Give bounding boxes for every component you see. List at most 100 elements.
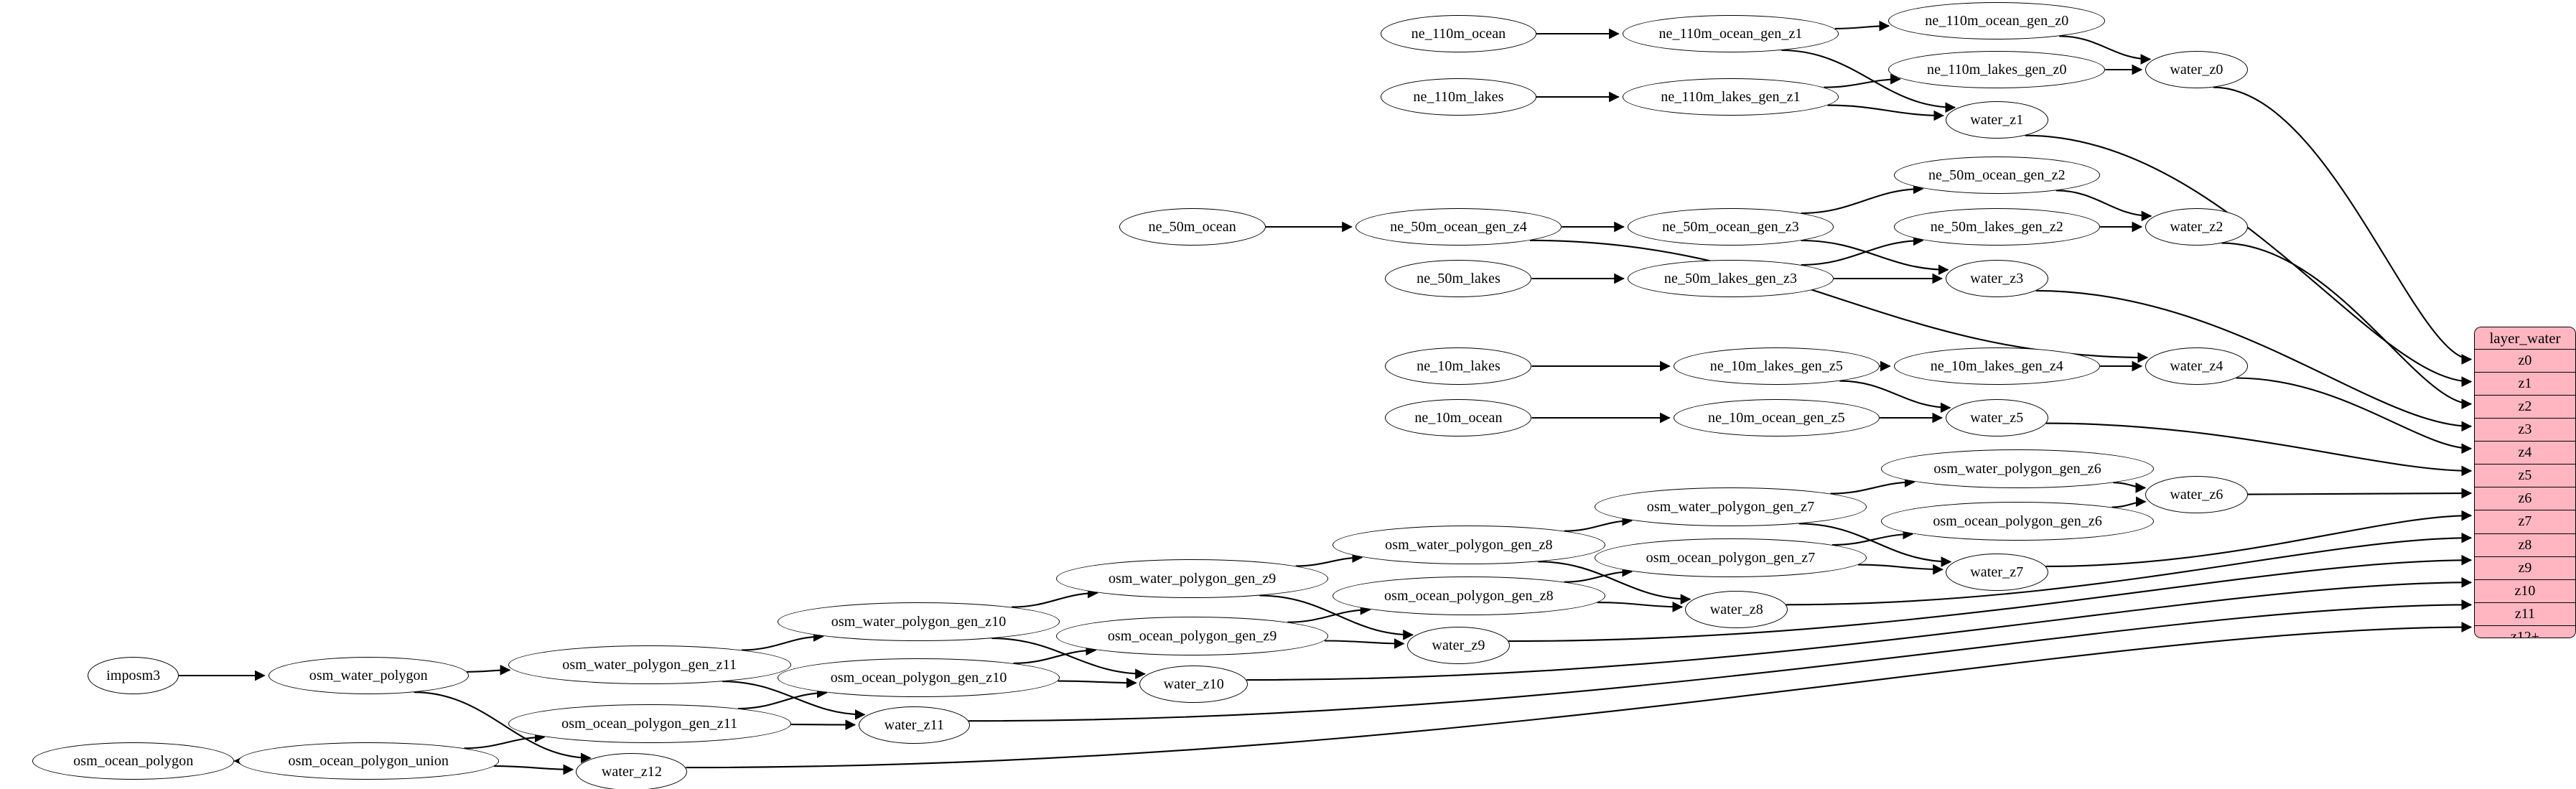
node-label: osm_ocean_polygon_gen_z10 <box>830 669 1007 686</box>
edge-osm-water-polygon-to-osm-water-polygon-gen-z11 <box>467 664 511 676</box>
record-row-z5[interactable]: z5 <box>2475 464 2575 488</box>
graph-node-water-z10[interactable]: water_z10 <box>1139 666 1249 703</box>
graph-node-water-z0[interactable]: water_z0 <box>2145 51 2248 88</box>
node-label: osm_ocean_polygon_gen_z9 <box>1107 627 1277 644</box>
graph-node-osm-water-polygon-gen-z11[interactable]: osm_water_polygon_gen_z11 <box>508 645 791 684</box>
record-row-label: z1 <box>2518 375 2532 392</box>
record-row-z7[interactable]: z7 <box>2475 510 2575 534</box>
graph-node-osm-ocean-polygon-gen-z8[interactable]: osm_ocean_polygon_gen_z8 <box>1333 576 1605 615</box>
record-row-label: z12+ <box>2510 628 2540 638</box>
edge-osm-ocean-polygon-gen-z9-to-water-z9 <box>1324 638 1405 649</box>
node-label: ne_110m_ocean_gen_z1 <box>1658 25 1803 42</box>
graph-node-water-z7[interactable]: water_z7 <box>1945 554 2048 591</box>
graph-node-osm-ocean-polygon[interactable]: osm_ocean_polygon <box>32 742 235 780</box>
graph-node-osm-water-polygon-gen-z8[interactable]: osm_water_polygon_gen_z8 <box>1333 526 1605 564</box>
graph-node-ne-110m-lakes-gen-z0[interactable]: ne_110m_lakes_gen_z0 <box>1888 51 2106 88</box>
edge-osm-ocean-polygon-gen-z9-to-osm-ocean-polygon-gen-z8 <box>1287 604 1371 623</box>
node-label: ne_50m_lakes <box>1417 270 1501 286</box>
graph-node-ne-10m-lakes-gen-z4[interactable]: ne_10m_lakes_gen_z4 <box>1893 347 2101 385</box>
graph-node-osm-water-polygon-gen-z7[interactable]: osm_water_polygon_gen_z7 <box>1594 487 1867 526</box>
graph-node-water-z8[interactable]: water_z8 <box>1685 591 1788 628</box>
node-label: ne_110m_lakes_gen_z0 <box>1927 61 2067 78</box>
graph-node-osm-ocean-polygon-gen-z11[interactable]: osm_ocean_polygon_gen_z11 <box>508 704 791 743</box>
graph-node-water-z5[interactable]: water_z5 <box>1945 399 2048 436</box>
graph-node-water-z1[interactable]: water_z1 <box>1945 101 2048 139</box>
node-label: water_z12 <box>601 763 663 780</box>
edge-ne-110m-lakes-gen-z1-to-ne-110m-lakes-gen-z0 <box>1824 73 1901 88</box>
record-row-z2[interactable]: z2 <box>2475 396 2575 419</box>
edge-osm-ocean-polygon-gen-z7-to-water-z7 <box>1857 564 1943 575</box>
graph-node-ne-50m-lakes-gen-z3[interactable]: ne_50m_lakes_gen_z3 <box>1627 260 1834 297</box>
graph-node-water-z11[interactable]: water_z11 <box>858 706 970 744</box>
graph-node-osm-ocean-polygon-union[interactable]: osm_ocean_polygon_union <box>238 742 499 780</box>
node-label: ne_10m_lakes_gen_z5 <box>1709 358 1843 374</box>
node-label: water_z6 <box>2170 486 2223 503</box>
node-label: ne_110m_lakes <box>1413 88 1504 105</box>
record-row-z6[interactable]: z6 <box>2475 487 2575 511</box>
record-row-z1[interactable]: z1 <box>2475 373 2575 396</box>
graph-node-ne-110m-lakes[interactable]: ne_110m_lakes <box>1381 78 1536 116</box>
graph-node-ne-10m-ocean-gen-z5[interactable]: ne_10m_ocean_gen_z5 <box>1673 399 1880 436</box>
graph-node-osm-water-polygon-gen-z6[interactable]: osm_water_polygon_gen_z6 <box>1881 449 2154 488</box>
graph-node-water-z3[interactable]: water_z3 <box>1945 260 2048 297</box>
record-row-z12plus[interactable]: z12+ <box>2475 625 2575 638</box>
record-row-label: z9 <box>2518 559 2532 576</box>
graph-node-ne-50m-ocean-gen-z3[interactable]: ne_50m_ocean_gen_z3 <box>1627 208 1834 246</box>
graph-node-osm-ocean-polygon-gen-z6[interactable]: osm_ocean_polygon_gen_z6 <box>1881 502 2154 541</box>
graph-node-osm-ocean-polygon-gen-z9[interactable]: osm_ocean_polygon_gen_z9 <box>1055 617 1329 655</box>
edge-ne-50m-lakes-gen-z3-to-ne-50m-lakes-gen-z2 <box>1801 235 1924 266</box>
graph-node-ne-110m-lakes-gen-z1[interactable]: ne_110m_lakes_gen_z1 <box>1622 78 1839 116</box>
edge-ne-50m-ocean-gen-z3-to-water-z3 <box>1801 239 1949 276</box>
graph-node-ne-110m-ocean[interactable]: ne_110m_ocean <box>1381 15 1536 52</box>
edge-osm-ocean-polygon-gen-z10-to-water-z10 <box>1058 677 1137 688</box>
graph-node-ne-50m-ocean-gen-z4[interactable]: ne_50m_ocean_gen_z4 <box>1355 208 1562 246</box>
graph-node-ne-110m-ocean-gen-z0[interactable]: ne_110m_ocean_gen_z0 <box>1888 2 2106 39</box>
edge-water-z2-to-record-2 <box>2221 242 2473 410</box>
node-label: osm_ocean_polygon_gen_z8 <box>1384 587 1554 604</box>
graph-node-water-z2[interactable]: water_z2 <box>2145 208 2248 246</box>
graph-node-osm-ocean-polygon-gen-z7[interactable]: osm_ocean_polygon_gen_z7 <box>1594 538 1867 577</box>
record-row-z8[interactable]: z8 <box>2475 533 2575 557</box>
node-label: water_z3 <box>1970 270 2024 286</box>
graph-node-osm-water-polygon[interactable]: osm_water_polygon <box>268 657 469 694</box>
edge-osm-ocean-polygon-union-to-osm-ocean-polygon-gen-z11 <box>464 732 546 750</box>
record-row-z0[interactable]: z0 <box>2475 350 2575 373</box>
graph-node-ne-50m-lakes-gen-z2[interactable]: ne_50m_lakes_gen_z2 <box>1893 208 2101 246</box>
node-label: osm_ocean_polygon <box>73 752 194 769</box>
edge-osm-water-polygon-gen-z11-to-osm-water-polygon-gen-z10 <box>741 631 824 651</box>
graph-node-ne-10m-lakes-gen-z5[interactable]: ne_10m_lakes_gen_z5 <box>1673 347 1880 385</box>
graph-node-ne-50m-lakes[interactable]: ne_50m_lakes <box>1385 260 1532 297</box>
graph-node-water-z9[interactable]: water_z9 <box>1407 627 1510 664</box>
node-label: osm_water_polygon_gen_z10 <box>831 613 1007 630</box>
graph-node-water-z4[interactable]: water_z4 <box>2145 347 2248 385</box>
record-row-z11[interactable]: z11 <box>2475 602 2575 626</box>
edge-osm-water-polygon-gen-z7-to-osm-water-polygon-gen-z6 <box>1830 477 1915 495</box>
node-label: water_z10 <box>1163 676 1224 692</box>
graph-node-ne-50m-ocean-gen-z2[interactable]: ne_50m_ocean_gen_z2 <box>1893 157 2101 194</box>
node-label: water_z1 <box>1970 111 2024 128</box>
graph-node-osm-water-polygon-gen-z10[interactable]: osm_water_polygon_gen_z10 <box>777 602 1060 641</box>
edge-osm-ocean-polygon-gen-z8-to-water-z8 <box>1597 602 1684 612</box>
graph-node-ne-110m-ocean-gen-z1[interactable]: ne_110m_ocean_gen_z1 <box>1622 15 1839 52</box>
graph-node-osm-water-polygon-gen-z9[interactable]: osm_water_polygon_gen_z9 <box>1055 559 1329 598</box>
node-label: water_z7 <box>1970 564 2024 580</box>
graph-node-osm-ocean-polygon-gen-z10[interactable]: osm_ocean_polygon_gen_z10 <box>777 658 1060 697</box>
graph-node-water-z6[interactable]: water_z6 <box>2145 476 2248 513</box>
node-label: ne_50m_lakes_gen_z3 <box>1663 270 1798 286</box>
edge-ne-50m-ocean-gen-z4-to-water-z4 <box>1529 239 2149 363</box>
edge-osm-ocean-polygon-union-to-water-z12 <box>493 764 574 775</box>
graph-node-ne-50m-ocean[interactable]: ne_50m_ocean <box>1119 208 1266 246</box>
record-row-z10[interactable]: z10 <box>2475 579 2575 603</box>
record-row-z9[interactable]: z9 <box>2475 556 2575 580</box>
graph-node-water-z12[interactable]: water_z12 <box>576 753 688 789</box>
edge-water-z4-to-record-4 <box>2236 377 2473 454</box>
node-label: water_z0 <box>2170 61 2223 78</box>
graph-node-ne-10m-lakes[interactable]: ne_10m_lakes <box>1385 347 1532 385</box>
record-row-z4[interactable]: z4 <box>2475 442 2575 465</box>
edge-water-z12-to-record-12 <box>686 622 2473 769</box>
graph-node-ne-10m-ocean[interactable]: ne_10m_ocean <box>1385 399 1532 436</box>
record-row-z3[interactable]: z3 <box>2475 419 2575 442</box>
graph-node-imposm3[interactable]: imposm3 <box>88 657 179 694</box>
